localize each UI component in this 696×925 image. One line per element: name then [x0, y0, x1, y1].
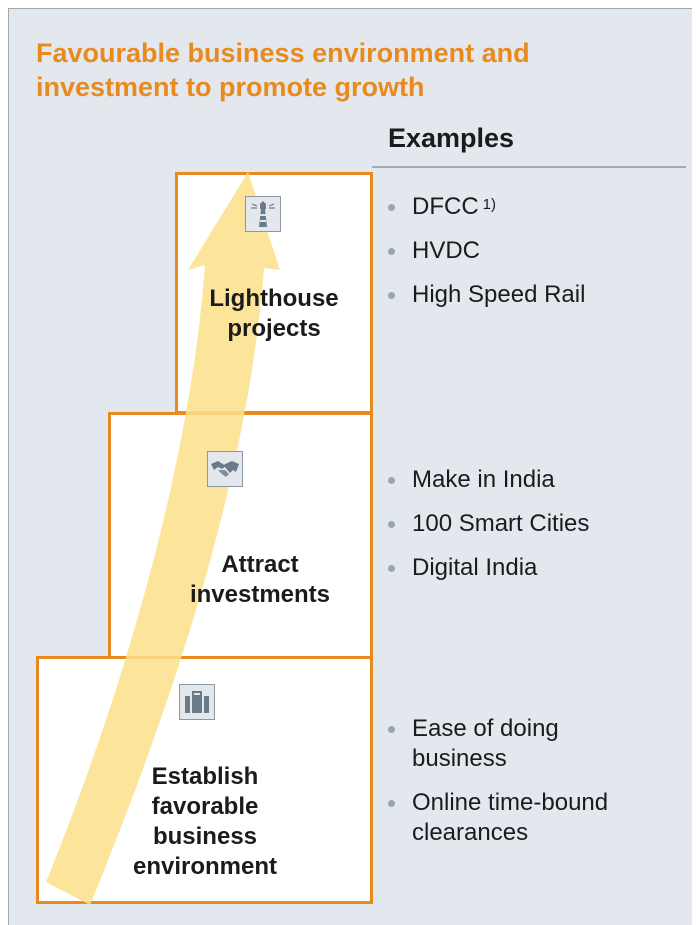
example-text: DFCC [412, 193, 479, 220]
footnote-marker: 1) [482, 196, 496, 213]
bullet-icon [388, 292, 395, 299]
bullet-icon [388, 204, 395, 211]
briefcase-icon [179, 684, 215, 720]
bullet-icon [388, 477, 395, 484]
example-item: HVDC [388, 236, 678, 266]
bullet-icon [388, 726, 395, 733]
example-item: High Speed Rail [388, 280, 678, 310]
attract-investments-label: Attract investments [189, 551, 331, 608]
business-environment-label: Establish favorable business environment [132, 763, 278, 880]
bullet-icon [388, 248, 395, 255]
example-text: Ease of doing business [412, 715, 559, 772]
examples-heading: Examples [388, 123, 515, 153]
example-item: Online time-bound clearances [388, 788, 658, 848]
example-text: HVDC [412, 237, 481, 264]
examples-divider [372, 166, 686, 168]
handshake-icon [207, 451, 243, 487]
example-item: Make in India [388, 465, 678, 495]
example-item: Digital India [388, 553, 678, 583]
example-text: Digital India [412, 554, 538, 581]
example-text: 100 Smart Cities [412, 510, 590, 537]
example-item: 100 Smart Cities [388, 509, 678, 539]
example-text: Online time-bound clearances [412, 789, 609, 846]
examples-list-environment: Ease of doing business Online time-bound… [388, 714, 658, 862]
bullet-icon [388, 565, 395, 572]
attract-investments-box [108, 412, 373, 659]
examples-list-investments: Make in India 100 Smart Cities Digital I… [388, 465, 678, 597]
bullet-icon [388, 800, 395, 807]
example-item: Ease of doing business [388, 714, 658, 774]
bullet-icon [388, 521, 395, 528]
page-title: Favourable business environment and inve… [36, 38, 530, 102]
example-text: High Speed Rail [412, 281, 586, 308]
lighthouse-projects-label: Lighthouse projects [209, 285, 339, 342]
example-text: Make in India [412, 466, 555, 493]
lighthouse-icon [245, 196, 281, 232]
